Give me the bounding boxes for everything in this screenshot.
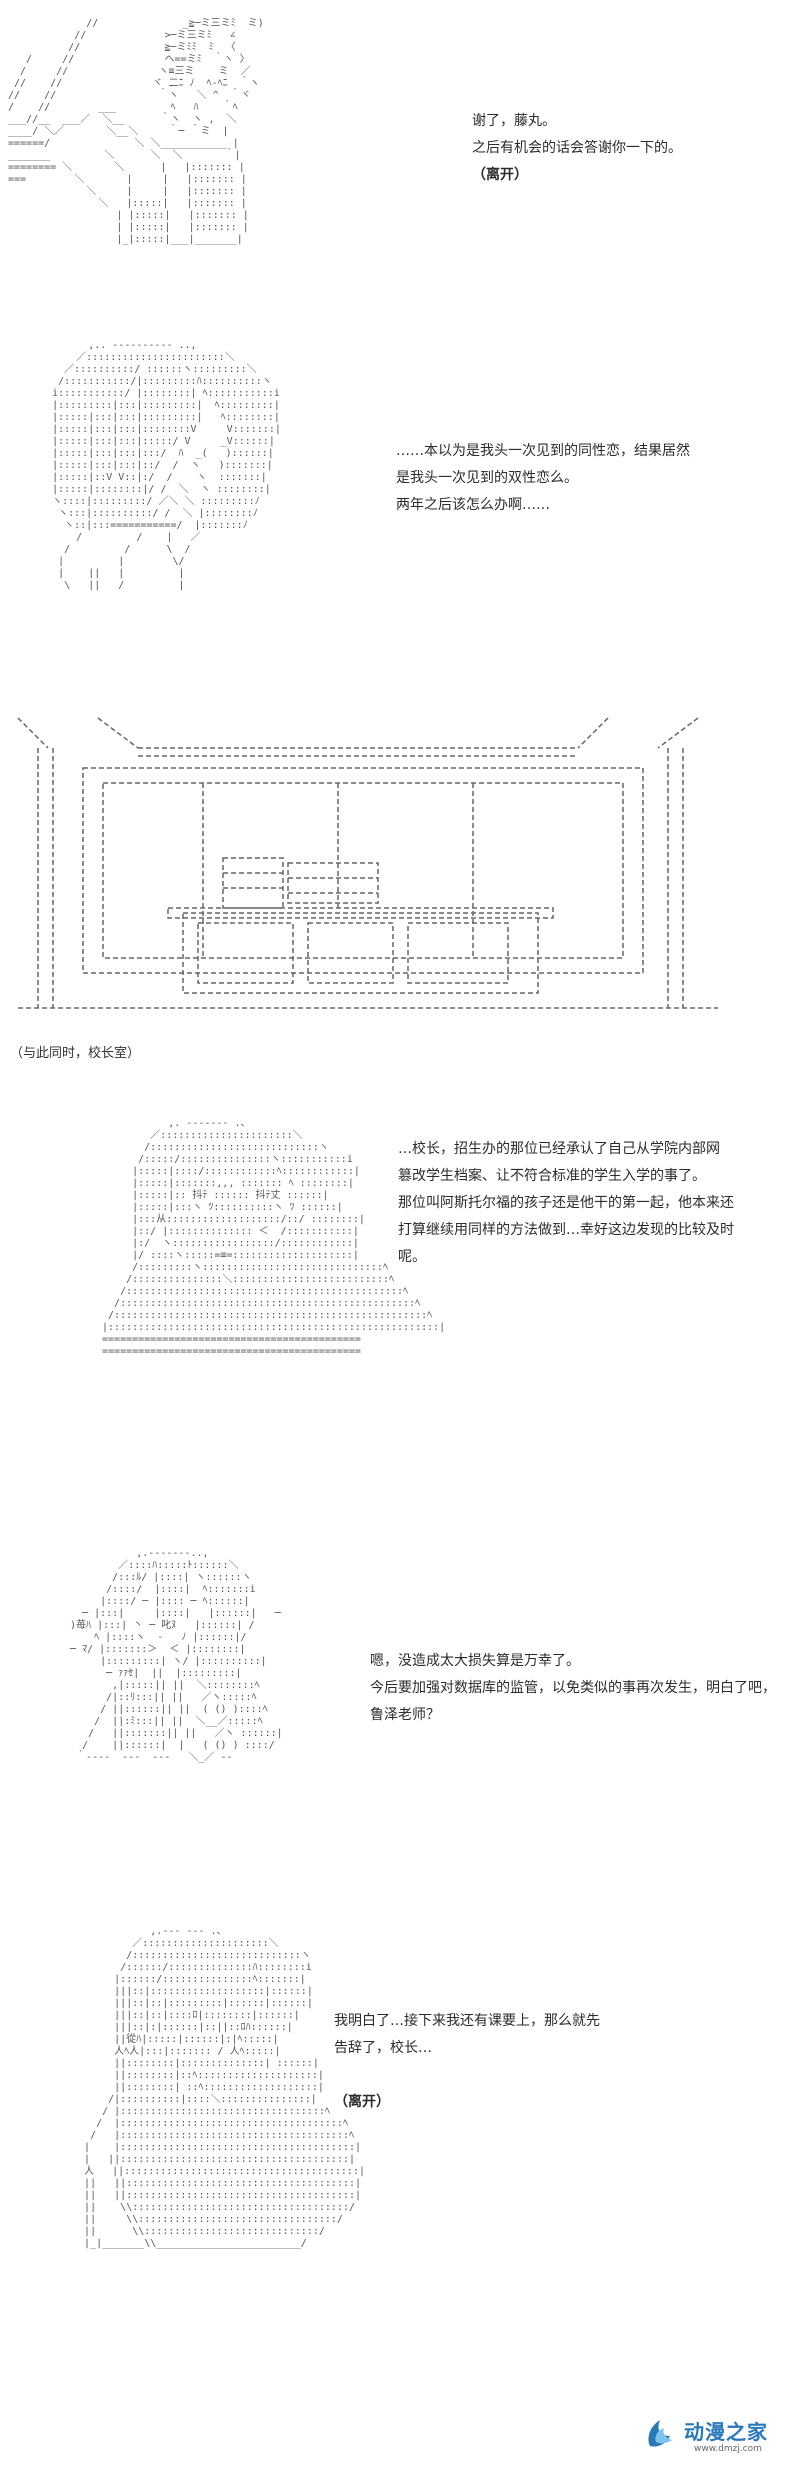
dialog-line: 告辞了，校长… [334,2040,432,2056]
panel-1: // _≧─ミ三ミﾐ ミ) // >─ミ三ミﾐ ∠ // ≧─ミﾐﾐ ﾐ 〈 /… [0,0,800,320]
watermark-url: www.dmzj.com [694,2444,762,2454]
watermark-brand: 动漫之家 [684,2420,768,2444]
stage-direction: （离开） [472,167,528,183]
dialog-panel-6: 我明白了…接下来我还有课要上，那么就先 告辞了，校长… （离开） [334,2008,600,2116]
panel-2: ,.. ---------- .., ／::::::::::::::::::::… [0,320,800,690]
dialog-panel-2: ……本以为是我头一次见到的同性恋，结果居然 是我头一次见到的双性恋么。 两年之后… [396,438,690,519]
ascii-art-character-3: ,. -‐‐‐‐‐- .、 ／::::::::::::::::::::::＼ /… [102,1118,446,1357]
ascii-art-character-4: ,.‐-‐--‐-.., ／::::ﾊ:::::ﾄ::::::＼ /:::ﾙ/ … [70,1548,283,1763]
panel-3-office: （与此同时，校长室） [0,700,800,1100]
dialog-line: 今后要加强对数据库的监管，以免类似的事再次发生，明白了吧， [370,1680,776,1696]
dialog-line: 我明白了…接下来我还有课要上，那么就先 [334,2013,600,2029]
scene-caption: （与此同时，校长室） [10,1046,141,1061]
dialog-line: 谢了，藤丸。 [472,113,556,129]
ascii-art-character-5: ,.-‐‐ ‐‐- .、 ／:::::::::::::::::::::＼ /::… [84,1926,365,2249]
stage-direction: （离开） [334,2094,390,2110]
panel-6: ,.-‐‐ ‐‐- .、 ／:::::::::::::::::::::＼ /::… [0,1910,800,2466]
site-watermark: 动漫之家 www.dmzj.com [642,2412,792,2462]
dialog-line: 那位叫阿斯托尔福的孩子还是他干的第一起，他本来还 [398,1195,734,1211]
dialog-line: 鲁泽老师？ [370,1707,440,1723]
dmzj-logo-icon [648,2420,672,2447]
dialog-line: 呢。 [398,1249,426,1265]
dialog-line: …校长，招生办的那位已经承认了自己从学院内部网 [398,1141,720,1157]
dialog-panel-4: …校长，招生办的那位已经承认了自己从学院内部网 篡改学生档案、让不符合标准的学生… [398,1136,734,1271]
ascii-art-character-2: ,.. ---------- .., ／::::::::::::::::::::… [52,340,281,591]
office-room-drawing [17,717,718,1009]
dialog-line: 两年之后该怎么办啊…… [396,497,550,513]
panel-4: ,. -‐‐‐‐‐- .、 ／::::::::::::::::::::::＼ /… [0,1100,800,1520]
dialog-panel-1: 谢了，藤丸。 之后有机会的话会答谢你一下的。 （离开） [472,108,682,189]
ascii-art-character-1: // _≧─ミ三ミﾐ ミ) // >─ミ三ミﾐ ∠ // ≧─ミﾐﾐ ﾐ 〈 /… [8,18,264,245]
dialog-line: 打算继续用同样的方法做到…幸好这边发现的比较及时 [398,1222,734,1238]
dialog-line: 是我头一次见到的双性恋么。 [396,470,578,486]
dialog-line: 嗯，没造成太大损失算是万幸了。 [370,1653,580,1669]
dialog-line: 篡改学生档案、让不符合标准的学生入学的事了。 [398,1168,706,1184]
dialog-line: ……本以为是我头一次见到的同性恋，结果居然 [396,443,690,459]
dialog-panel-5: 嗯，没造成太大损失算是万幸了。 今后要加强对数据库的监管，以免类似的事再次发生，… [370,1648,776,1729]
panel-5: ,.‐-‐--‐-.., ／::::ﾊ:::::ﾄ::::::＼ /:::ﾙ/ … [0,1530,800,1910]
dialog-line: 之后有机会的话会答谢你一下的。 [472,140,682,156]
